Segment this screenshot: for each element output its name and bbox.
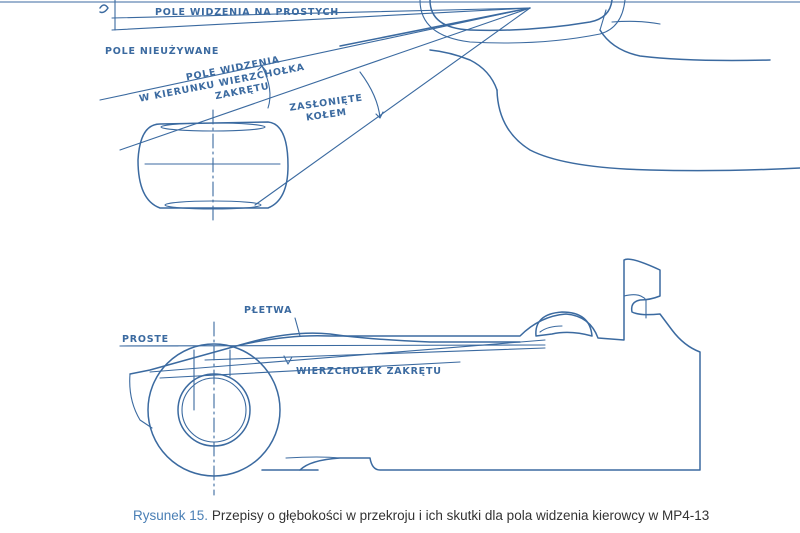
front-wheel-top <box>137 109 289 223</box>
label-fin: PŁETWA <box>244 305 292 316</box>
sight-line-wheel <box>254 7 531 206</box>
caption-label: Rysunek 15. <box>133 508 209 523</box>
helmet-visor <box>539 325 563 333</box>
driver-helmet <box>535 311 593 337</box>
label-unused-field: POLE NIEUŻYWANE <box>105 46 219 57</box>
side-line-fin-top <box>149 339 546 373</box>
sight-lines <box>99 7 531 206</box>
label-wheel-block: ZASŁONIĘTE KOŁEM <box>289 93 364 124</box>
engine-cover-detail <box>623 294 647 319</box>
side-line-apex-low <box>159 361 461 379</box>
label-apex-fov: POLE WIDZENIA W KIERUNKU WIERZCHOŁKA ZAK… <box>138 54 306 104</box>
label-straight-fov: POLE WIDZENIA NA PROSTYCH <box>155 7 339 18</box>
cockpit-outline <box>419 0 800 172</box>
front-wheel-side <box>147 321 281 496</box>
top-view: POLE WIDZENIA NA PROSTYCH POLE NIEUŻYWAN… <box>0 0 800 223</box>
fin-profile <box>239 332 521 346</box>
car-body-outline <box>129 258 701 471</box>
side-view: PŁETWA PROSTE WIERZCHOŁEK ZAKRĘTU <box>119 258 701 496</box>
side-line-straights <box>119 344 546 347</box>
sight-line-unused-upper <box>111 7 531 31</box>
sight-line-apex-a <box>99 7 531 101</box>
label-straights: PROSTE <box>122 334 169 345</box>
nose-underside <box>129 373 153 429</box>
arc-arrow-1 <box>257 65 267 72</box>
label-corner-apex: WIERZCHOŁEK ZAKRĘTU <box>296 366 442 377</box>
arc-arrow-2 <box>375 111 384 119</box>
caption-text: Przepisy o głębokości w przekroju i ich … <box>211 508 710 523</box>
apex-fov-angle-arc <box>261 65 271 109</box>
leader-fin <box>294 317 301 337</box>
floor-line <box>285 456 341 459</box>
sight-line-apex-b <box>119 7 531 151</box>
wheel-block-angle-arc <box>359 71 381 119</box>
figure-caption: Rysunek 15. Przepisy o głębokości w prze… <box>133 508 773 523</box>
side-sight-lines <box>119 332 546 379</box>
side-line-apex <box>204 347 546 361</box>
centerline-marker <box>99 4 109 14</box>
apex-arrow <box>283 355 293 365</box>
sight-line-straight <box>111 7 531 19</box>
